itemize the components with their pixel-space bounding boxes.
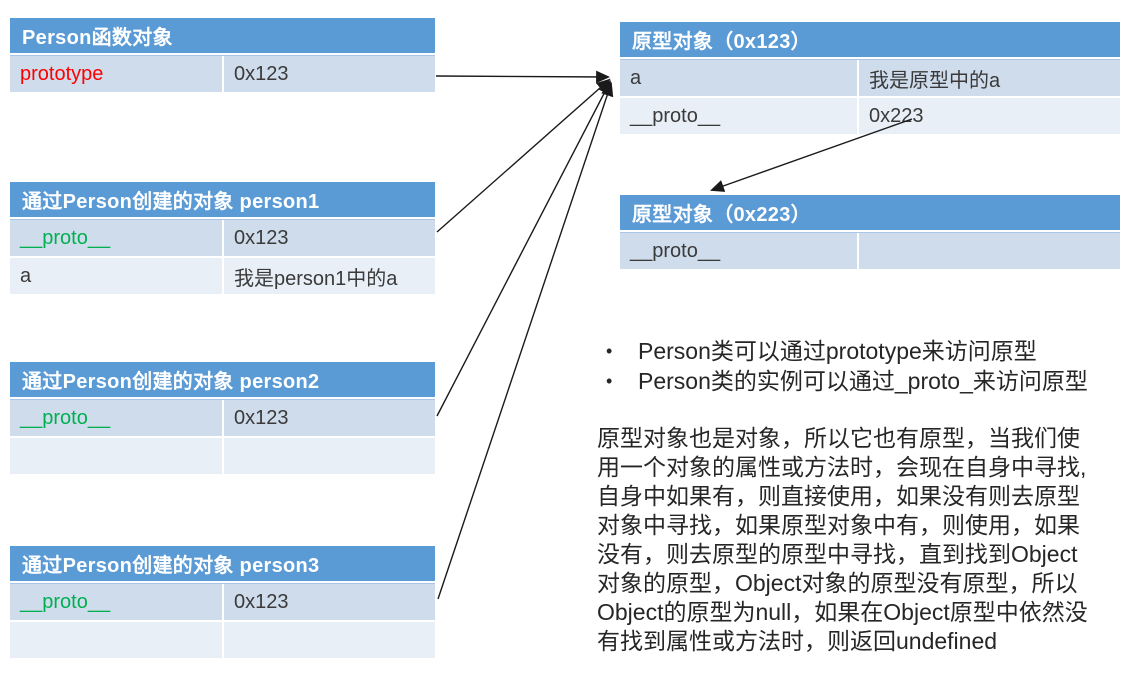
arrow-person-prototype-to-0x123	[435, 70, 611, 84]
property-value: 0x123	[224, 400, 435, 436]
table-person1-object: 通过Person创建的对象 person1 __proto__ 0x123 a …	[10, 182, 435, 294]
table-rows: a 我是原型中的a __proto__ 0x223	[620, 59, 1120, 134]
table-person3-object: 通过Person创建的对象 person3 __proto__ 0x123	[10, 546, 435, 658]
bullet-text: Person类的实例可以通过_proto_来访问原型	[638, 368, 1088, 394]
property-name	[10, 622, 222, 658]
property-name: __proto__	[10, 220, 222, 256]
property-value: 我是原型中的a	[859, 60, 1120, 96]
paragraph-line: 自身中如果有，则直接使用，如果没有则去原型	[597, 483, 1080, 509]
paragraph-line: 对象的原型，Object对象的原型没有原型，所以	[597, 570, 1078, 596]
paragraph-line: 有找到属性或方法时，则返回undefined	[597, 628, 998, 654]
property-name: a	[620, 60, 857, 96]
paragraph-line: 对象中寻找，如果原型对象中有，则使用，如果	[597, 512, 1080, 538]
property-value: 0x123	[224, 220, 435, 256]
notes-bullet-list: • Person类可以通过prototype来访问原型 • Person类的实例…	[600, 336, 1140, 396]
table-prototype-object-0x123: 原型对象（0x123） a 我是原型中的a __proto__ 0x223	[620, 22, 1120, 134]
property-name: a	[10, 258, 222, 294]
bullet-item: • Person类可以通过prototype来访问原型	[600, 336, 1140, 366]
paragraph-line: 没有，则去原型的原型中寻找，直到找到Object	[597, 541, 1078, 567]
property-name: __proto__	[620, 98, 857, 134]
property-value: 我是person1中的a	[224, 258, 435, 294]
table-rows: __proto__	[620, 232, 1120, 269]
arrow-person2-proto-to-0x123	[436, 80, 611, 417]
property-value	[224, 622, 435, 658]
bullet-item: • Person类的实例可以通过_proto_来访问原型	[600, 366, 1140, 396]
bullet-text: Person类可以通过prototype来访问原型	[638, 338, 1037, 364]
table-title: 原型对象（0x123）	[620, 22, 1120, 57]
arrow-person1-proto-to-0x123	[436, 78, 611, 233]
table-rows: __proto__ 0x123	[10, 399, 435, 474]
property-value: 0x123	[224, 56, 435, 92]
paragraph-line: 用一个对象的属性或方法时，会现在自身中寻找,	[597, 454, 1087, 480]
arrow-person3-proto-to-0x123	[437, 82, 614, 600]
table-person-function-object: Person函数对象 prototype 0x123	[10, 18, 435, 92]
table-title: Person函数对象	[10, 18, 435, 53]
property-name: __proto__	[10, 584, 222, 620]
prototype-chain-explanation: 原型对象也是对象，所以它也有原型，当我们使 用一个对象的属性或方法时，会现在自身…	[597, 424, 1143, 656]
paragraph-line: Object的原型为null，如果在Object原型中依然没	[597, 599, 1088, 625]
property-name: prototype	[10, 56, 222, 92]
table-title: 通过Person创建的对象 person1	[10, 182, 435, 217]
property-name: __proto__	[620, 233, 857, 269]
table-title: 通过Person创建的对象 person3	[10, 546, 435, 581]
property-value: 0x223	[859, 98, 1120, 134]
paragraph-line: 原型对象也是对象，所以它也有原型，当我们使	[597, 425, 1080, 451]
table-title: 原型对象（0x223）	[620, 195, 1120, 230]
property-name	[10, 438, 222, 474]
table-title: 通过Person创建的对象 person2	[10, 362, 435, 397]
table-prototype-object-0x223: 原型对象（0x223） __proto__	[620, 195, 1120, 269]
bullet-icon: •	[606, 371, 613, 391]
property-value	[224, 438, 435, 474]
property-name: __proto__	[10, 400, 222, 436]
property-value	[859, 233, 1120, 269]
table-rows: prototype 0x123	[10, 55, 435, 92]
table-rows: __proto__ 0x123	[10, 583, 435, 658]
property-value: 0x123	[224, 584, 435, 620]
table-person2-object: 通过Person创建的对象 person2 __proto__ 0x123	[10, 362, 435, 474]
bullet-icon: •	[606, 341, 613, 361]
table-rows: __proto__ 0x123 a 我是person1中的a	[10, 219, 435, 294]
